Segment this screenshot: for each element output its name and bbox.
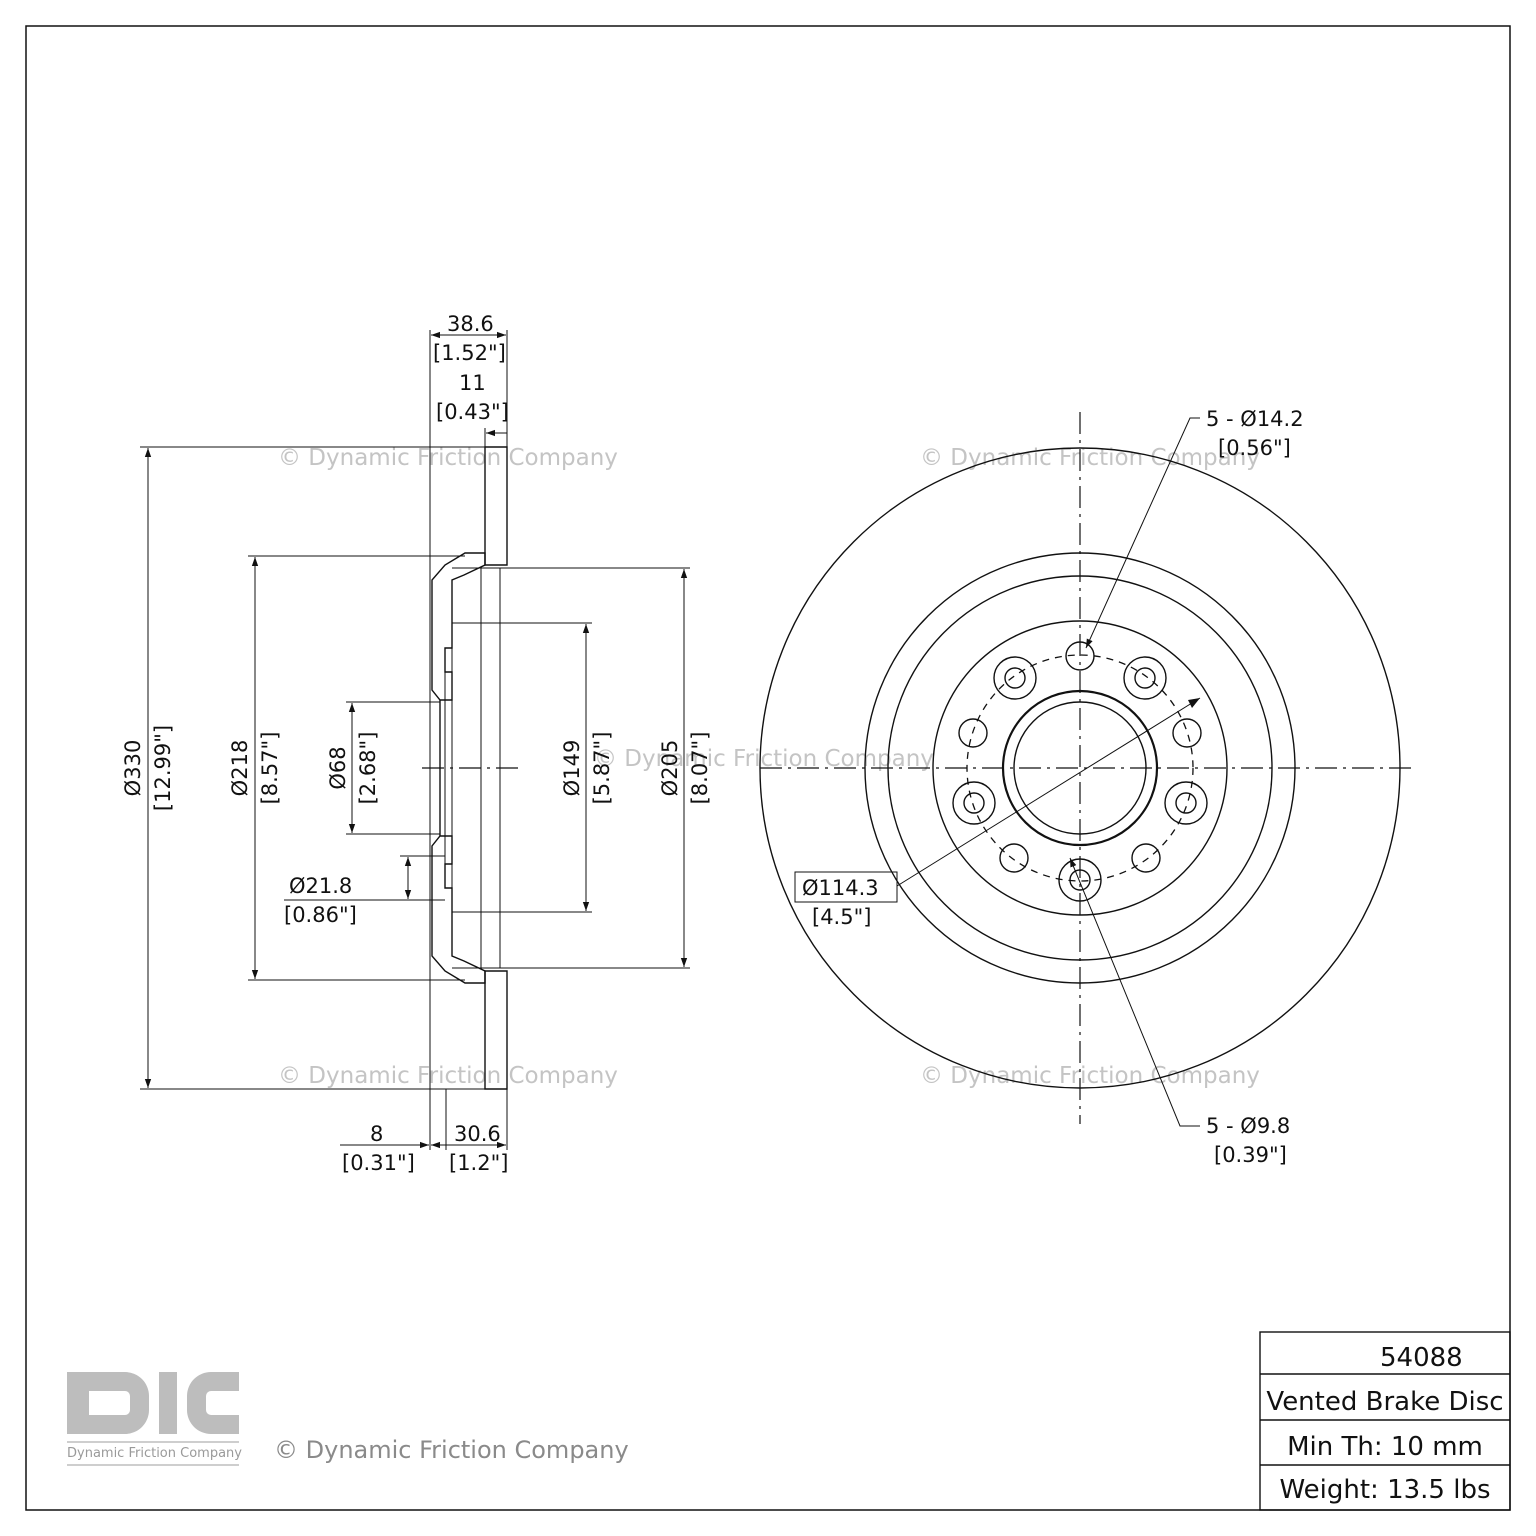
lug-holes-mm: 5 - Ø14.2	[1206, 407, 1304, 431]
outer-diameter-mm: Ø330	[121, 740, 145, 797]
watermark: © Dynamic Friction Company	[278, 1063, 618, 1089]
part-number: 54088	[1380, 1343, 1463, 1373]
disc-thickness-in: [0.43"]	[436, 400, 509, 424]
center-bore-mm: Ø68	[326, 746, 350, 789]
center-bore-in: [2.68"]	[356, 732, 380, 805]
watermark: © Dynamic Friction Company	[920, 1063, 1260, 1089]
hat-diameter-in: [8.57"]	[258, 732, 282, 805]
overall-width-mm: 38.6	[447, 312, 494, 336]
hat-wall-mm: 8	[370, 1122, 383, 1146]
disc-thickness-mm: 11	[459, 371, 486, 395]
part-weight: Weight: 13.5 lbs	[1279, 1475, 1490, 1505]
lug-holes-in: [0.56"]	[1218, 436, 1291, 460]
hat-height-mm: 30.6	[454, 1122, 501, 1146]
watermark: © Dynamic Friction Company	[278, 445, 618, 471]
front-view: 5 - Ø14.2 [0.56"] Ø114.3 [4.5"] 5 - Ø9.8…	[759, 407, 1416, 1167]
title-block: 54088 Vented Brake Disc Min Th: 10 mm We…	[1259, 1331, 1511, 1511]
hole-diameter-in: [0.86"]	[284, 903, 357, 927]
lug-holes	[952, 656, 1208, 902]
small-holes-mm: 5 - Ø9.8	[1206, 1114, 1290, 1138]
min-thickness: Min Th: 10 mm	[1287, 1432, 1483, 1462]
footer-copyright: © Dynamic Friction Company	[274, 1436, 629, 1464]
small-holes-in: [0.39"]	[1214, 1143, 1287, 1167]
bolt-circle-in: [4.5"]	[812, 905, 871, 929]
hat-diameter-mm: Ø218	[228, 740, 252, 797]
inner-diameter-149-mm: Ø149	[560, 740, 584, 797]
logo-caption: Dynamic Friction Company	[67, 1446, 242, 1461]
hole-diameter-mm: Ø21.8	[289, 874, 352, 898]
overall-width-in: [1.52"]	[433, 341, 506, 365]
small-holes	[958, 641, 1202, 873]
inner-diameter-149-in: [5.87"]	[590, 732, 614, 805]
bolt-circle-mm: Ø114.3	[802, 876, 879, 900]
inner-diameter-205-in: [8.07"]	[688, 732, 712, 805]
hat-height-in: [1.2"]	[449, 1151, 508, 1175]
inner-diameter-205-mm: Ø205	[658, 740, 682, 797]
drawing-border	[25, 25, 1511, 1511]
dfc-logo: Dynamic Friction Company	[67, 1372, 242, 1466]
watermark: © Dynamic Friction Company	[920, 445, 1260, 471]
hat-wall-in: [0.31"]	[342, 1151, 415, 1175]
side-section-view: 38.6 [1.52"] 11 [0.43"] Ø330 [12.99"] Ø2…	[121, 312, 712, 1175]
outer-diameter-in: [12.99"]	[151, 725, 175, 811]
part-description: Vented Brake Disc	[1266, 1387, 1503, 1417]
